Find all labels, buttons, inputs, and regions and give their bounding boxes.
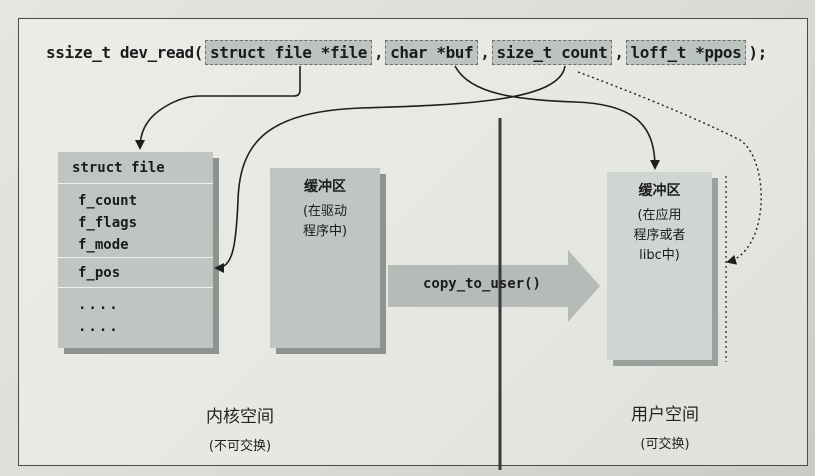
signature-suffix: ); (748, 43, 767, 62)
user-space-title: 用户空间 (631, 405, 699, 425)
field-f-count: f_count (78, 193, 138, 209)
param-count: size_t count (491, 40, 613, 65)
param-buf: char *buf (385, 40, 479, 65)
kernel-space-title: 内核空间 (206, 407, 274, 427)
user-buffer-note-line: (在应用 (637, 208, 682, 223)
kernel-buffer-note-line: (在驱动 (302, 204, 348, 219)
more-fields-ellipsis: .... (78, 319, 120, 335)
copy-to-user-label: copy_to_user() (422, 276, 541, 292)
user-buffer-note: (在应用 程序或者 libc中) (607, 206, 712, 266)
user-buffer-note-line: libc中) (639, 248, 680, 263)
user-space-subtitle: (可交换) (640, 437, 690, 452)
param-separator: , (614, 43, 624, 62)
struct-file-title: struct file (58, 152, 213, 184)
kernel-space-label: 内核空间 (不可交换) (170, 402, 310, 454)
buf-param-connector (454, 65, 660, 170)
struct-file-more: .... .... (58, 288, 213, 348)
kernel-buffer-note: (在驱动 程序中) (270, 202, 380, 242)
user-space-label: 用户空间 (可交换) (595, 400, 735, 452)
signature-prefix: ssize_t dev_read( (46, 43, 203, 62)
kernel-buffer-title: 缓冲区 (304, 179, 346, 195)
struct-file-fields: f_count f_flags f_mode (58, 184, 213, 258)
param-separator: , (373, 43, 384, 62)
ppos-param-connector (577, 71, 762, 265)
kernel-space-subtitle: (不可交换) (208, 439, 272, 454)
field-f-flags: f_flags (78, 215, 138, 231)
user-buffer-box: 缓冲区 (在应用 程序或者 libc中) (607, 172, 712, 360)
struct-file-box: struct file f_count f_flags f_mode f_pos… (58, 152, 213, 348)
copy-arrow-body (388, 250, 600, 322)
kernel-buffer-note-line: 程序中) (302, 224, 348, 239)
count-param-connector (214, 65, 566, 273)
more-fields-ellipsis: .... (78, 297, 120, 313)
param-separator: , (480, 43, 490, 62)
function-signature: ssize_t dev_read(struct file *file,char … (46, 40, 767, 65)
user-buffer-note-line: 程序或者 (633, 228, 686, 243)
kernel-buffer-box: 缓冲区 (在驱动 程序中) (270, 168, 380, 348)
file-param-connector (135, 66, 301, 150)
param-file: struct file *file (204, 40, 372, 65)
field-f-mode: f_mode (78, 237, 129, 253)
field-f-pos: f_pos (58, 258, 213, 288)
param-ppos: loff_t *ppos (625, 40, 747, 65)
user-buffer-title: 缓冲区 (638, 183, 681, 199)
